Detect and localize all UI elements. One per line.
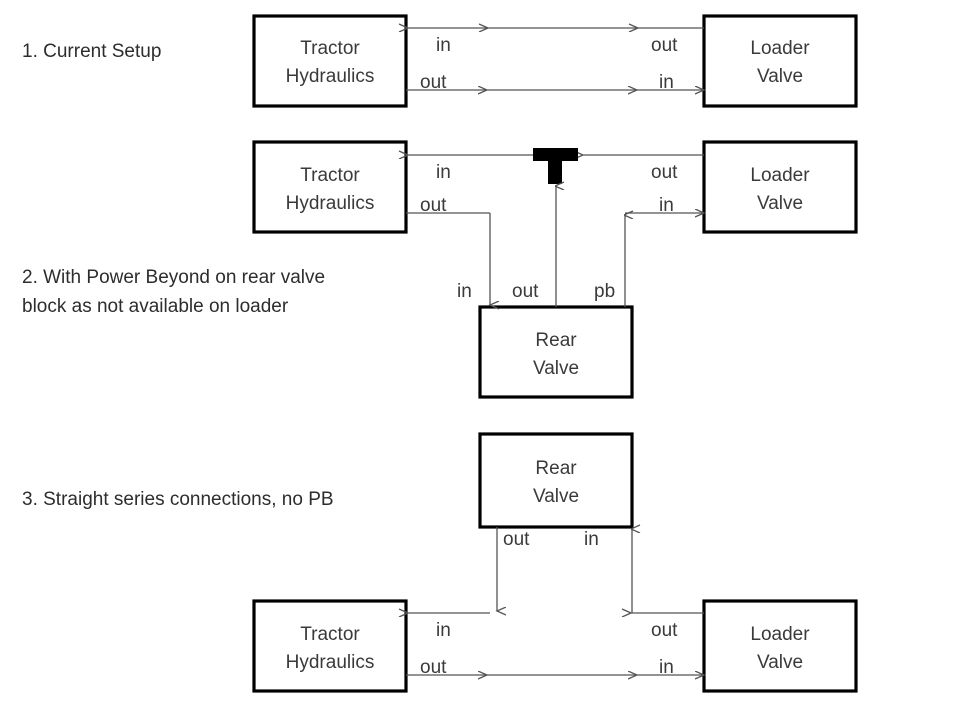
s2-rear-out-label: out	[512, 281, 539, 302]
s3-tractor-out-label: out	[420, 657, 447, 678]
s2-loader-label-line1: Loader	[750, 165, 810, 186]
tee-fitting-crossbar	[533, 148, 578, 161]
s1-loader-in-label: in	[659, 72, 674, 93]
s3-rear-label-line2: Valve	[533, 486, 579, 507]
s2-tractor-in-label: in	[436, 162, 451, 183]
s1-tractor-hydraulics-box[interactable]	[252, 14, 408, 108]
s2-tractor-label-line2: Hydraulics	[286, 193, 375, 214]
tee-fitting-icon	[533, 148, 578, 184]
s2-tractor-hydraulics-box[interactable]	[252, 140, 408, 234]
s3-tractor-in-label: in	[436, 620, 451, 641]
s3-rear-label-line1: Rear	[535, 458, 577, 479]
section-2-caption-line2: block as not available on loader	[22, 296, 289, 317]
section-1-group: 1. Current Setup Tractor Hydraulics Load…	[22, 14, 858, 108]
s3-rear-valve-box[interactable]	[478, 432, 634, 529]
section-2-group: 2. With Power Beyond on rear valve block…	[22, 140, 858, 399]
s1-tractor-label-line1: Tractor	[300, 38, 360, 59]
s2-rear-pb-label: pb	[594, 281, 615, 302]
s2-rear-label-line1: Rear	[535, 330, 577, 351]
s2-rear-label-line2: Valve	[533, 358, 579, 379]
s2-rear-valve-box[interactable]	[478, 305, 634, 399]
s1-tractor-out-label: out	[420, 72, 447, 93]
s3-rear-out-label: out	[503, 529, 530, 550]
s3-tractor-label-line2: Hydraulics	[286, 652, 375, 673]
s3-loader-out-label: out	[651, 620, 678, 641]
s1-loader-out-label: out	[651, 35, 678, 56]
s2-loader-in-label: in	[659, 195, 674, 216]
s3-tractor-hydraulics-box[interactable]	[252, 599, 408, 693]
s2-loader-valve-box[interactable]	[702, 140, 858, 234]
s1-loader-label-line2: Valve	[757, 66, 803, 87]
s1-loader-valve-box[interactable]	[702, 14, 858, 108]
section-3-group: 3. Straight series connections, no PB Re…	[22, 432, 858, 693]
section-3-caption: 3. Straight series connections, no PB	[22, 489, 334, 510]
tee-fitting-stem	[548, 161, 562, 184]
s3-loader-label-line2: Valve	[757, 652, 803, 673]
s3-tractor-label-line1: Tractor	[300, 624, 360, 645]
s1-tractor-label-line2: Hydraulics	[286, 66, 375, 87]
s3-rear-in-label: in	[584, 529, 599, 550]
s2-tractor-label-line1: Tractor	[300, 165, 360, 186]
section-2-caption-line1: 2. With Power Beyond on rear valve	[22, 267, 325, 288]
s1-loader-label-line1: Loader	[750, 38, 810, 59]
s2-loader-out-label: out	[651, 162, 678, 183]
s1-tractor-in-label: in	[436, 35, 451, 56]
s3-loader-in-label: in	[659, 657, 674, 678]
s2-rear-in-label: in	[457, 281, 472, 302]
s2-loader-label-line2: Valve	[757, 193, 803, 214]
s2-tractor-out-label: out	[420, 195, 447, 216]
s3-loader-label-line1: Loader	[750, 624, 810, 645]
section-1-caption: 1. Current Setup	[22, 41, 161, 62]
s3-loader-valve-box[interactable]	[702, 599, 858, 693]
